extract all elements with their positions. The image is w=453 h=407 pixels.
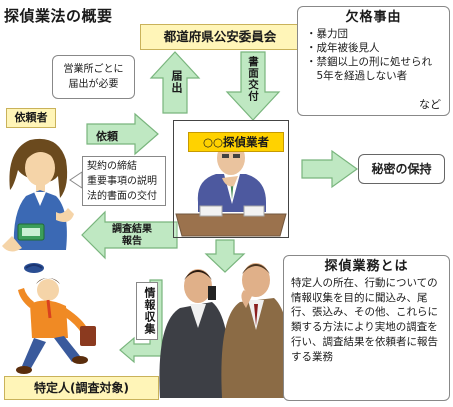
detective-work-body: 特定人の所在、行動についての情報収集を目的に聞込み、尾行、張込み、その他、これら… [291, 276, 438, 363]
branch-note-text: 営業所ごとに 届出が必要 [63, 64, 124, 90]
confidentiality-box: 秘密の保持 [358, 154, 445, 184]
detective-illustration [175, 141, 287, 237]
notify-arrow [149, 51, 201, 114]
disqualification-box: 欠格事由 ・暴力団 ・成年被後見人 ・禁錮以上の刑に処せられ 5年を経過しない者… [297, 6, 450, 116]
secret-arrow [301, 149, 359, 189]
investigators-illustration [159, 263, 291, 398]
disqualification-etc: など [419, 98, 441, 111]
document-delivery-label: 書面交付 [247, 56, 259, 102]
detective-work-title: 探偵業務とは [324, 259, 409, 274]
document-delivery-arrow [225, 51, 281, 121]
request-arrow [86, 112, 159, 156]
contract-note: 契約の締結 重要事項の説明 法的書面の交付 [82, 156, 166, 206]
page-title: 探偵業法の概要 [4, 7, 113, 25]
client-woman-illustration [2, 138, 74, 252]
notify-label: 届出 [170, 70, 183, 94]
disq-item: 5年を経過しない者 [306, 70, 408, 82]
survey-report-label: 調査結果 報告 [112, 224, 152, 247]
disqualification-title: 欠格事由 [345, 10, 402, 25]
request-label: 依頼 [96, 130, 118, 143]
info-collect-label: 情報収集 [136, 282, 158, 340]
agency-down-arrow [204, 239, 246, 273]
survey-report-arrow [81, 210, 178, 260]
disq-item: ・禁錮以上の刑に処せられ [306, 56, 432, 68]
contract-item: 重要事項の説明 [87, 176, 157, 187]
client-label: 依頼者 [6, 108, 56, 128]
public-safety-commission-box: 都道府県公安委員会 [140, 24, 300, 50]
contract-item: 契約の締結 [87, 161, 137, 172]
disq-item: ・成年被後見人 [306, 42, 380, 54]
contract-item: 法的書面の交付 [87, 191, 157, 202]
target-person-label: 特定人(調査対象) [4, 376, 159, 400]
agency-label: ○○探偵業者 [188, 132, 284, 152]
disq-item: ・暴力団 [306, 28, 348, 40]
branch-notification-note: 営業所ごとに 届出が必要 [52, 55, 135, 99]
target-man-illustration [16, 263, 96, 374]
detective-work-box: 探偵業務とは 特定人の所在、行動についての情報収集を目的に聞込み、尾行、張込み、… [283, 255, 450, 401]
